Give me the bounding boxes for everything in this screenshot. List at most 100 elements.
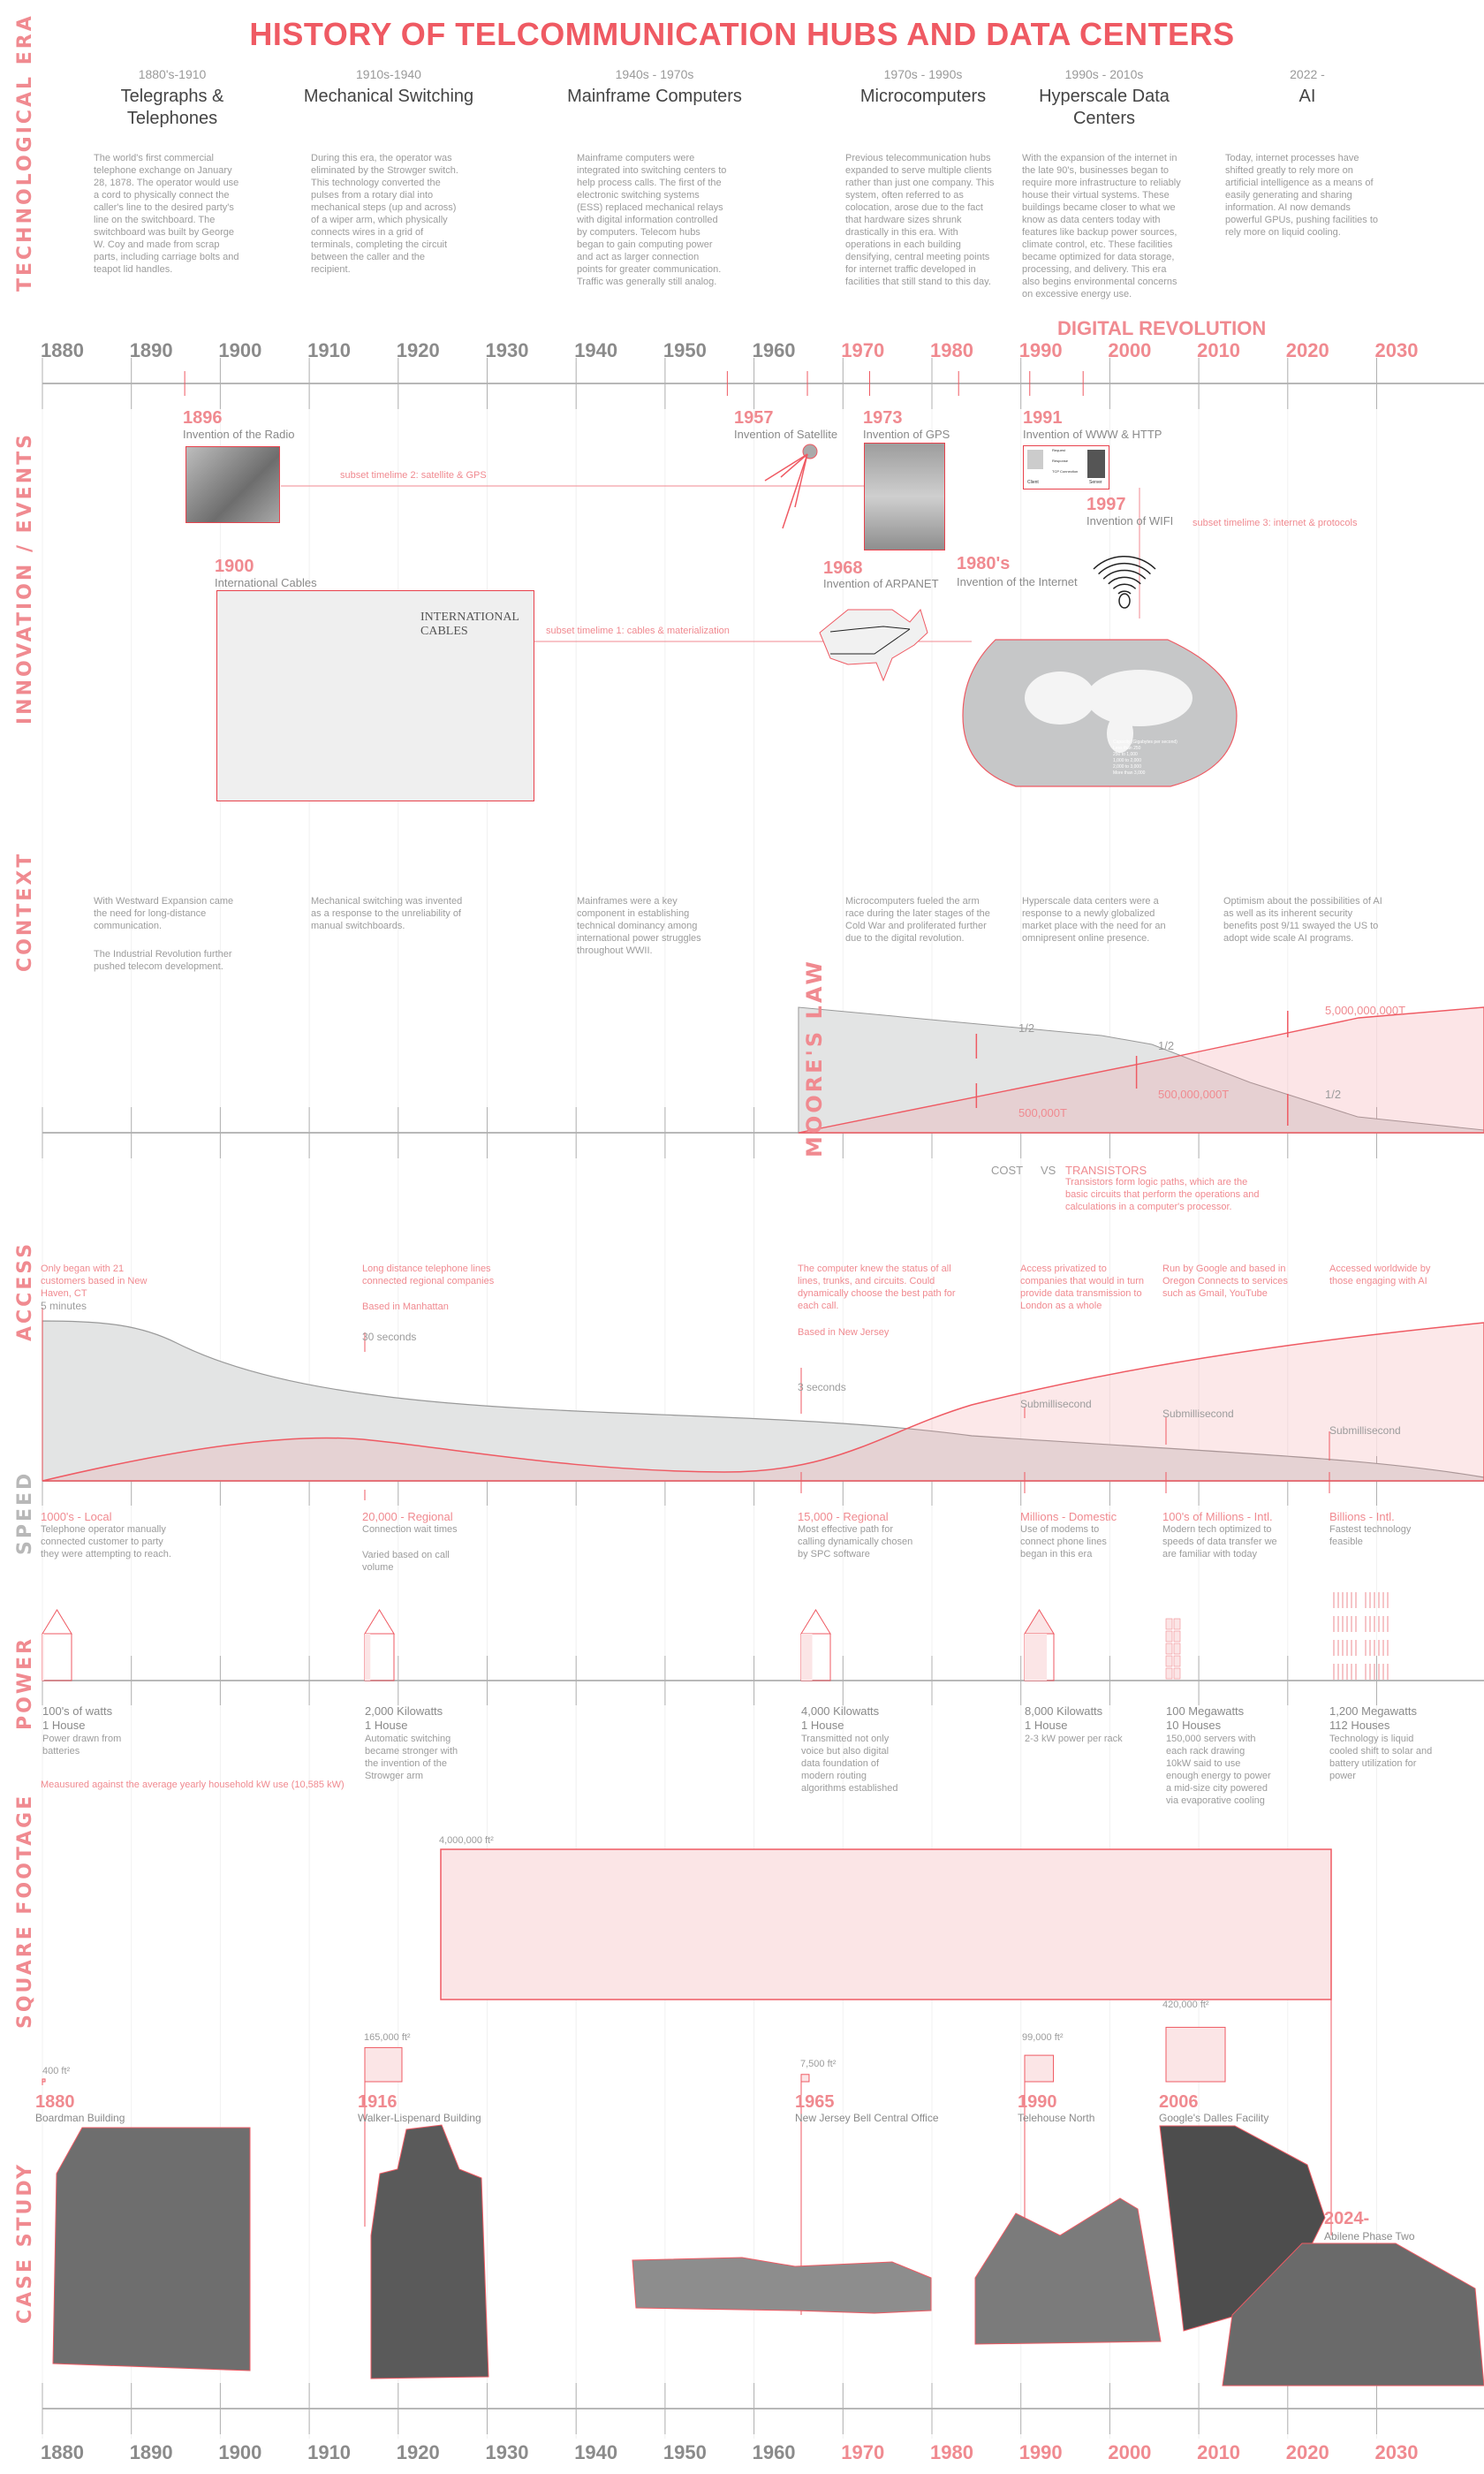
mini-house-grid [1333, 1664, 1335, 1680]
speed-description: Modern tech optimized to speeds of data … [1162, 1524, 1277, 1560]
house-roof [1024, 1609, 1055, 1635]
server-label: Server [1089, 480, 1102, 485]
context-text: Microcomputers fueled the arm race durin… [845, 896, 990, 944]
mini-house-grid [1382, 1640, 1384, 1656]
access-note: Run by Google and based in Oregon Connec… [1162, 1264, 1288, 1299]
mini-house-grid [1365, 1640, 1367, 1656]
mini-house-grid [1337, 1640, 1339, 1656]
cost-half-label: 1/2 [1325, 1088, 1342, 1101]
speed-description: Use of modems to connect phone lines beg… [1020, 1524, 1107, 1560]
era-description: During this era, the operator was elimin… [311, 153, 458, 275]
mini-house [1165, 1618, 1173, 1630]
year-label: 1880 [41, 339, 84, 361]
mini-house-grid [1378, 1616, 1380, 1632]
speed-scale: 1000's - Local [41, 1510, 112, 1523]
mini-house-grid [1369, 1640, 1371, 1656]
case-study-name: Walker-Lispenard Building [358, 2112, 481, 2124]
abilene-photo [1222, 2243, 1484, 2387]
power-description: Technology is liquid cooled shift to sol… [1329, 1734, 1433, 1781]
year-label: 2010 [1197, 2441, 1241, 2463]
mini-house-grid [1346, 1640, 1348, 1656]
era-name: Telegraphs & Telephones [120, 87, 224, 128]
house-count: 10 Houses [1166, 1719, 1222, 1732]
mini-house-grid [1333, 1640, 1335, 1656]
legend-item: Less than 250 [1113, 746, 1141, 751]
event-year: 1957 [734, 408, 774, 428]
context-text: Hyperscale data centers were a response … [1022, 896, 1166, 944]
sputnik-antenna [794, 453, 808, 508]
mini-house-grid [1355, 1616, 1357, 1632]
mini-house-grid [1351, 1616, 1352, 1632]
section-label-power: POWER [14, 1635, 36, 1730]
year-label: 1910 [307, 2441, 352, 2463]
response-label: Response [1052, 459, 1069, 463]
era-description: With the expansion of the internet in th… [1022, 153, 1181, 300]
mini-house-grid [1369, 1664, 1371, 1680]
era-range: 1990s - 2010s [1064, 67, 1144, 81]
nj-bell-office-photo [632, 2257, 932, 2314]
telehouse-north-photo [974, 2197, 1162, 2345]
event-name: Invention of WWW & HTTP [1023, 428, 1162, 441]
subset-timeline-3: subset timelime 3: internet & protocols [1192, 518, 1358, 528]
era-name: Mainframe Computers [567, 87, 742, 106]
mini-house-grid [1374, 1616, 1375, 1632]
power-footnote: Meausured against the average yearly hou… [41, 1780, 344, 1790]
mini-house-grid [1337, 1592, 1339, 1608]
speed-scale: 100's of Millions - Intl. [1162, 1510, 1273, 1523]
year-label: 1990 [1018, 2441, 1063, 2463]
sqft-label: 4,000,000 ft² [439, 1835, 494, 1846]
event-year: 1973 [863, 408, 903, 428]
mini-house-grid [1342, 1640, 1344, 1656]
power-value: 100 Megawatts [1166, 1704, 1245, 1718]
wifi-dot [1118, 593, 1131, 609]
context-text: Mainframes were a key component in estab… [577, 896, 701, 956]
mini-house-grid [1337, 1664, 1339, 1680]
event-year: 1997 [1086, 495, 1126, 514]
mini-house-grid [1346, 1616, 1348, 1632]
house-fill [801, 1634, 813, 1681]
speed-scale: Billions - Intl. [1329, 1510, 1395, 1523]
event-name: International Cables [215, 576, 317, 589]
mini-house-grid [1387, 1640, 1389, 1656]
power-description: 2-3 kW power per rack [1025, 1734, 1123, 1744]
house-body [42, 1633, 72, 1681]
case-study-year: 1965 [795, 2092, 835, 2112]
section-label-era: TECHNOLOGICAL ERA [14, 13, 36, 292]
event-year: 1991 [1023, 408, 1063, 428]
mini-house [1173, 1667, 1181, 1680]
era-range: 1970s - 1990s [883, 67, 963, 81]
era-description: Previous telecommunication hubs expanded… [845, 153, 995, 287]
mini-house [1173, 1630, 1181, 1643]
transistors-label: TRANSISTORS [1065, 1164, 1147, 1177]
year-label: 2000 [1108, 339, 1152, 361]
event-year: 1980's [957, 554, 1011, 573]
era-description: Mainframe computers were integrated into… [577, 153, 727, 287]
year-label: 1880 [41, 2441, 84, 2463]
era-name: Microcomputers [859, 87, 987, 106]
case-study-name: Boardman Building [35, 2112, 125, 2124]
mini-house-grid [1374, 1640, 1375, 1656]
house-fill [365, 1634, 371, 1681]
year-label: 1890 [129, 2441, 173, 2463]
sqft-box [364, 2046, 403, 2083]
wifi-arc [1093, 555, 1156, 570]
context-text: Optimism about the possibilities of AI a… [1223, 896, 1382, 944]
continent-americas [1025, 672, 1095, 725]
walker-lispenard-photo [370, 2124, 489, 2379]
year-label: 1950 [662, 2441, 707, 2463]
house-count: 1 House [1025, 1719, 1068, 1732]
transistor-count-label: 500,000,000T [1158, 1088, 1230, 1101]
era-description: The world's first commercial telephone e… [94, 153, 239, 275]
mini-house-grid [1355, 1592, 1357, 1608]
case-study-name: Google's Dalles Facility [1159, 2112, 1269, 2124]
year-label: 1910 [307, 339, 352, 361]
year-label: 1920 [396, 2441, 440, 2463]
cost-half-label: 1/2 [1018, 1021, 1035, 1035]
speed-description: Telephone operator manually connected cu… [41, 1524, 171, 1560]
digital-revolution-label: DIGITAL REVOLUTION [1057, 317, 1267, 339]
era-range: 1940s - 1970s [615, 67, 694, 81]
sqft-box [42, 2078, 46, 2083]
year-label: 1900 [218, 339, 262, 361]
mini-house-grid [1351, 1592, 1352, 1608]
